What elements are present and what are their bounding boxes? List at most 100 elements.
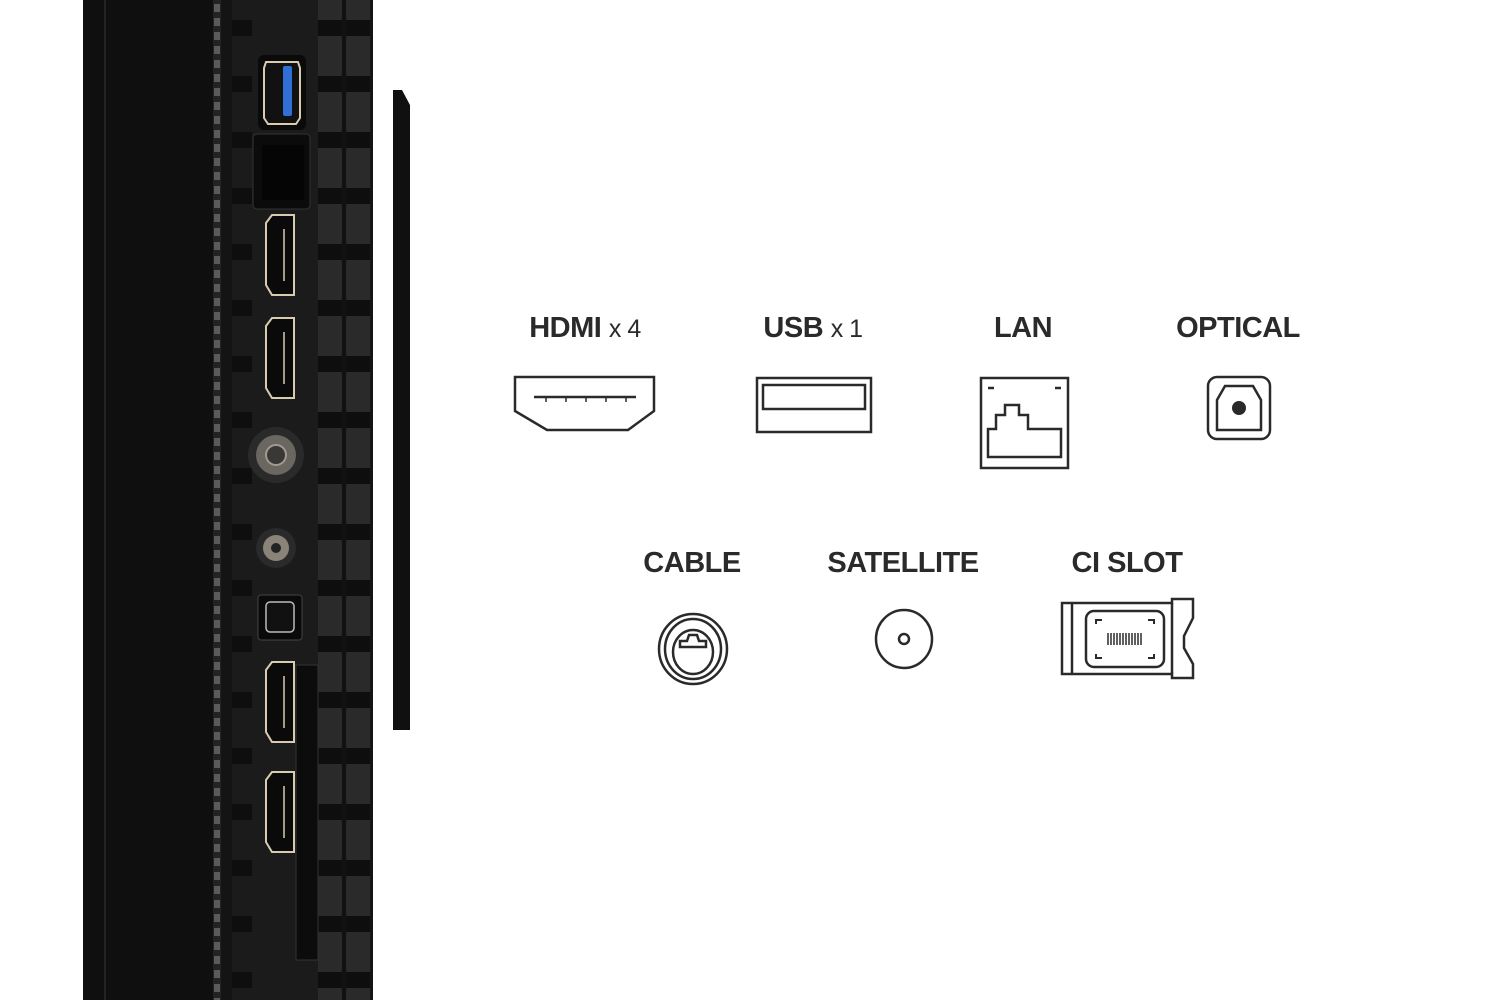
cable-port xyxy=(248,427,304,483)
vent-tooth xyxy=(214,200,220,208)
vent-tooth xyxy=(214,774,220,782)
ci-slot-icon xyxy=(1060,597,1195,680)
vent-tooth xyxy=(214,802,220,810)
vent-tooth xyxy=(214,690,220,698)
rib xyxy=(232,132,252,148)
vent-tooth xyxy=(214,480,220,488)
rib xyxy=(232,412,252,428)
rib xyxy=(232,468,252,484)
hdmi-icon xyxy=(513,375,656,432)
label-cable: CABLE xyxy=(643,547,741,579)
hdmi-port xyxy=(265,317,295,399)
vent-tooth xyxy=(214,102,220,110)
port-count: x 1 xyxy=(830,315,863,343)
vent-tooth xyxy=(214,116,220,124)
vent-tooth xyxy=(214,718,220,726)
vent-tooth xyxy=(214,368,220,376)
vent-tooth xyxy=(214,788,220,796)
vent-tooth xyxy=(214,914,220,922)
vent-tooth xyxy=(214,438,220,446)
vent-tooth xyxy=(214,844,220,852)
rib xyxy=(232,916,252,932)
vent-tooth xyxy=(214,312,220,320)
vent-tooth xyxy=(214,984,220,992)
satellite-icon xyxy=(874,608,934,670)
vent-tooth xyxy=(214,466,220,474)
vent-tooth xyxy=(214,284,220,292)
hdmi-port xyxy=(265,771,295,853)
rib xyxy=(232,692,252,708)
vent-tooth xyxy=(214,382,220,390)
rib xyxy=(232,972,252,988)
label-usb: USB x 1 xyxy=(763,312,863,345)
vent-tooth xyxy=(214,900,220,908)
vent-tooth xyxy=(214,88,220,96)
vent-tooth xyxy=(214,256,220,264)
vent-tooth xyxy=(214,816,220,824)
vent-tooth xyxy=(214,242,220,250)
vent-tooth xyxy=(214,620,220,628)
port-name: USB xyxy=(763,312,824,344)
label-hdmi: HDMI x 4 xyxy=(529,312,641,345)
rib xyxy=(232,524,252,540)
vent-tooth xyxy=(214,340,220,348)
vent-tooth xyxy=(214,732,220,740)
hdmi-port xyxy=(265,214,295,296)
label-ci-slot: CI SLOT xyxy=(1071,547,1183,579)
vent-tooth xyxy=(214,928,220,936)
vent-tooth xyxy=(214,648,220,656)
vent-tooth xyxy=(214,634,220,642)
vent-tooth xyxy=(214,662,220,670)
vent-tooth xyxy=(214,746,220,754)
vent-tooth xyxy=(214,298,220,306)
rib xyxy=(232,300,252,316)
vent-tooth xyxy=(214,998,220,1000)
usb-port xyxy=(258,55,306,130)
vent-tooth xyxy=(214,564,220,572)
vent-tooth xyxy=(214,942,220,950)
vent-tooth xyxy=(214,508,220,516)
usb-icon xyxy=(755,376,873,434)
rib xyxy=(232,76,252,92)
vent-tooth xyxy=(214,886,220,894)
rib xyxy=(232,188,252,204)
rib xyxy=(232,636,252,652)
vent-tooth xyxy=(214,858,220,866)
vent-tooth xyxy=(214,228,220,236)
vent-tooth xyxy=(214,536,220,544)
optical-port xyxy=(257,594,303,641)
vent-tooth xyxy=(214,4,220,12)
rib xyxy=(232,860,252,876)
label-optical: OPTICAL xyxy=(1176,312,1300,344)
vent-tooth xyxy=(214,956,220,964)
label-satellite: SATELLITE xyxy=(827,547,979,579)
vent-tooth xyxy=(214,522,220,530)
vent-tooth xyxy=(214,592,220,600)
vent-tooth xyxy=(214,354,220,362)
vent-tooth xyxy=(214,74,220,82)
vent-tooth xyxy=(214,32,220,40)
rib xyxy=(232,244,252,260)
rib xyxy=(232,804,252,820)
rib xyxy=(232,580,252,596)
vent-tooth xyxy=(214,144,220,152)
vent-tooth xyxy=(214,970,220,978)
port-count: x 4 xyxy=(608,315,641,343)
label-lan: LAN xyxy=(993,312,1053,344)
vent-tooth xyxy=(214,130,220,138)
vent-tooth xyxy=(214,410,220,418)
vent-tooth xyxy=(214,214,220,222)
vent-tooth xyxy=(214,872,220,880)
vent-tooth xyxy=(214,424,220,432)
vent-tooth xyxy=(214,550,220,558)
vent-tooth xyxy=(214,494,220,502)
vent-tooth xyxy=(214,46,220,54)
vent-tooth xyxy=(214,830,220,838)
optical-icon xyxy=(1206,375,1272,441)
vent-tooth xyxy=(214,676,220,684)
vent-tooth xyxy=(214,578,220,586)
lan-port xyxy=(252,133,311,210)
vent-tooth xyxy=(214,452,220,460)
satellite-port xyxy=(256,528,296,568)
